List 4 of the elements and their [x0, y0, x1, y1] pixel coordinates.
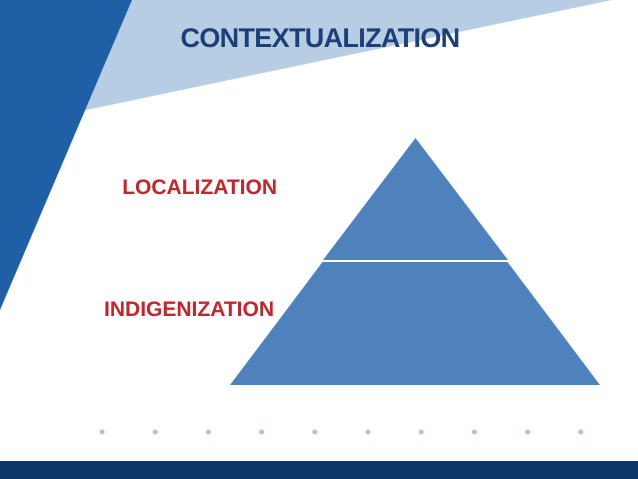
tier-label: INDIGENIZATION [103, 297, 274, 323]
pyramid-top-tier [323, 138, 508, 260]
tier-label: LOCALIZATION [121, 175, 277, 201]
slide-title: CONTEXTUALIZATION [180, 22, 460, 55]
